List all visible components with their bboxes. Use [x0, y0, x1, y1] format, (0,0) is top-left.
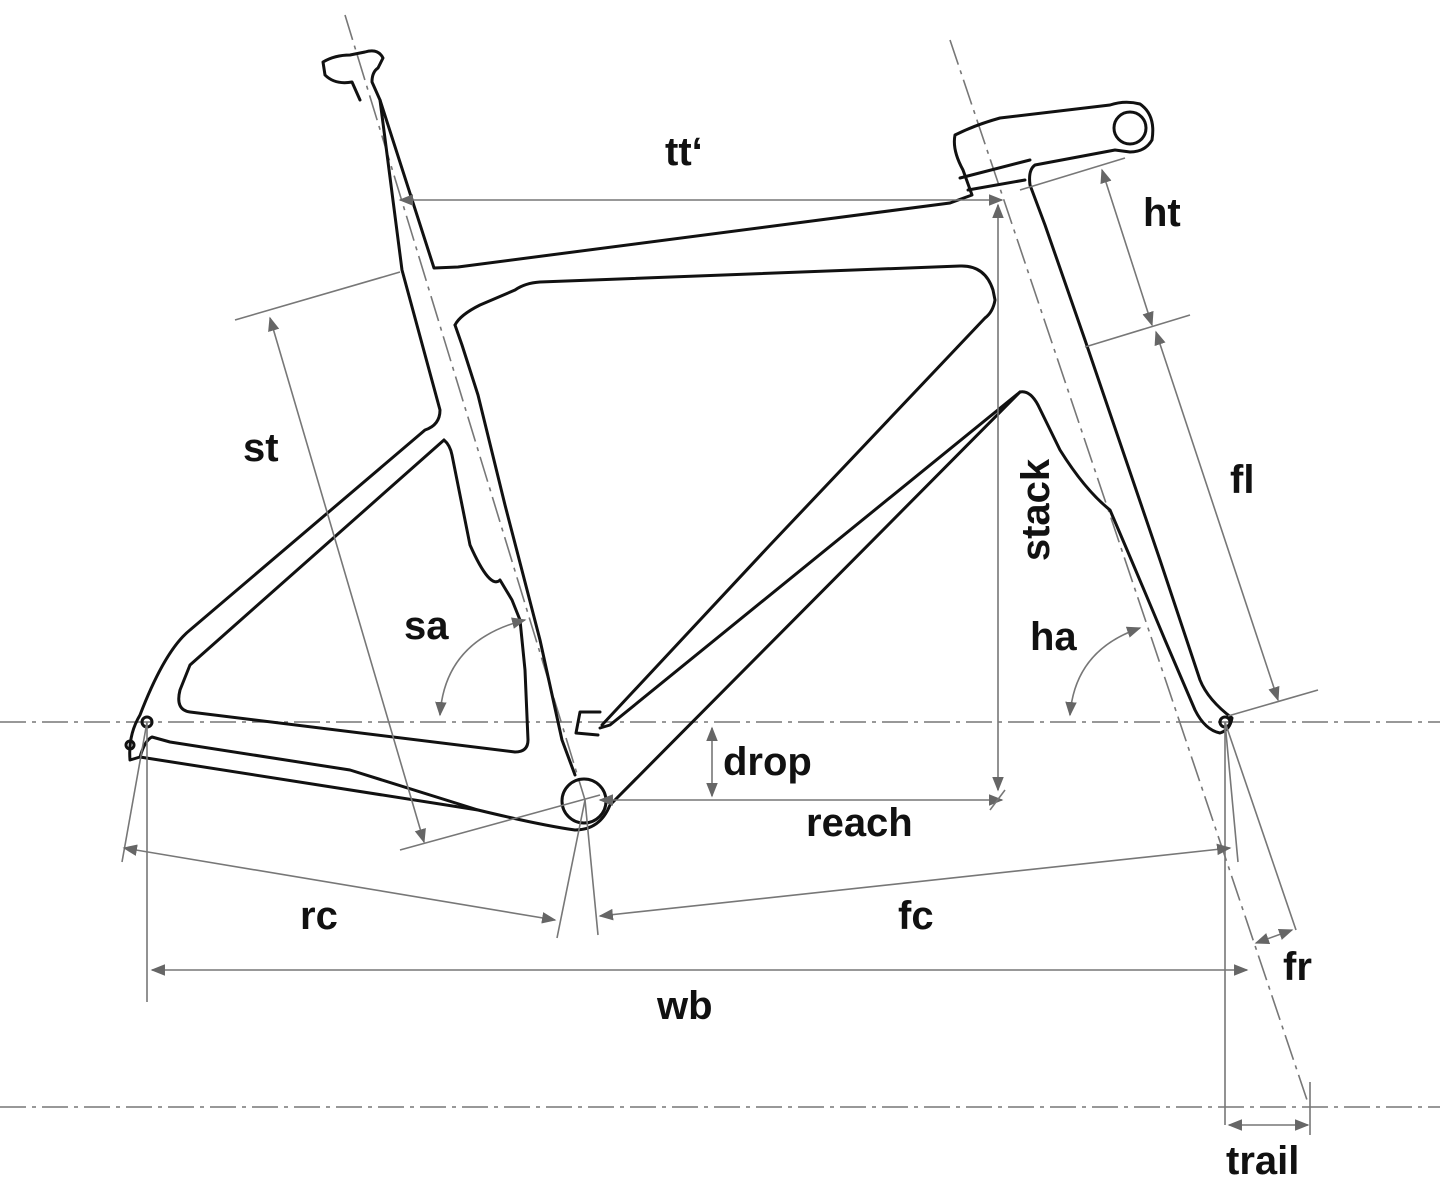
label-fork-rake: fr: [1283, 945, 1312, 989]
steering-axis: [949, 39, 1308, 1101]
label-seat-angle: sa: [404, 604, 449, 648]
label-rear-center: rc: [300, 894, 338, 938]
label-head-angle: ha: [1030, 615, 1077, 659]
label-trail: trail: [1226, 1139, 1300, 1183]
label-stack: stack: [1014, 458, 1059, 562]
label-drop: drop: [723, 740, 812, 784]
label-top-tube: tt‘: [665, 130, 703, 174]
label-front-center: fc: [898, 894, 934, 938]
label-fork-length: fl: [1230, 458, 1255, 502]
label-reach: reach: [806, 801, 913, 845]
dimension-lines: [121, 157, 1319, 1135]
label-wheelbase: wb: [657, 984, 713, 1028]
label-head-tube: ht: [1143, 191, 1181, 235]
label-seat-tube: st: [243, 426, 279, 470]
